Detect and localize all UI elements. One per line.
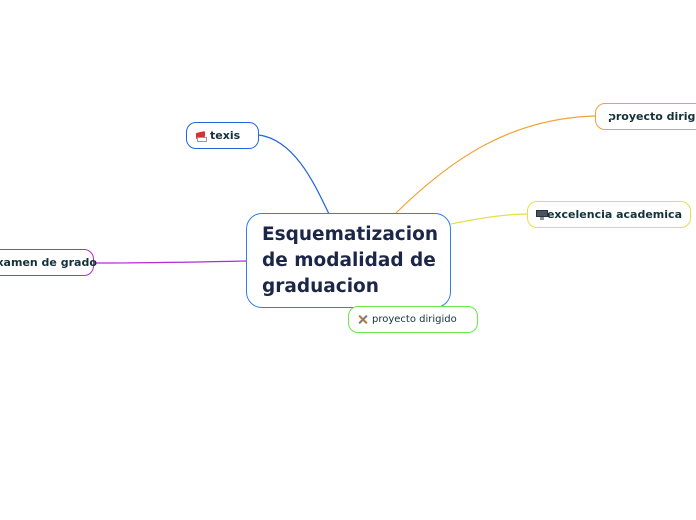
central-topic-label: Esquematizacion de modalidad de graduaci… [262, 223, 438, 297]
tools-icon [357, 314, 368, 325]
topic-label: excelencia academica [546, 208, 682, 221]
topic-label: examen de grado [0, 256, 97, 269]
topic-examen-de-grado[interactable]: examen de grado [0, 249, 97, 276]
topic-excelencia-academica[interactable]: excelencia academica [527, 201, 691, 228]
topic-label: proyecto dirigido [372, 314, 457, 325]
topic-label: proyecto dirigido [608, 110, 696, 123]
topic-texis[interactable]: texis [186, 122, 259, 149]
book-icon [195, 130, 207, 142]
connector-excelencia [450, 213, 529, 225]
central-topic[interactable]: Esquematizacion de modalidad de graduaci… [246, 213, 451, 308]
topic-label: texis [210, 129, 241, 142]
connector-texis [258, 134, 330, 215]
connector-examen [93, 260, 248, 264]
monitor-icon [536, 209, 548, 220]
connector-proyecto-top [395, 115, 597, 214]
topic-proyecto-dirigido-bottom[interactable]: proyecto dirigido [348, 306, 478, 333]
topic-proyecto-dirigido-top[interactable]: proyecto dirigido [595, 103, 696, 130]
